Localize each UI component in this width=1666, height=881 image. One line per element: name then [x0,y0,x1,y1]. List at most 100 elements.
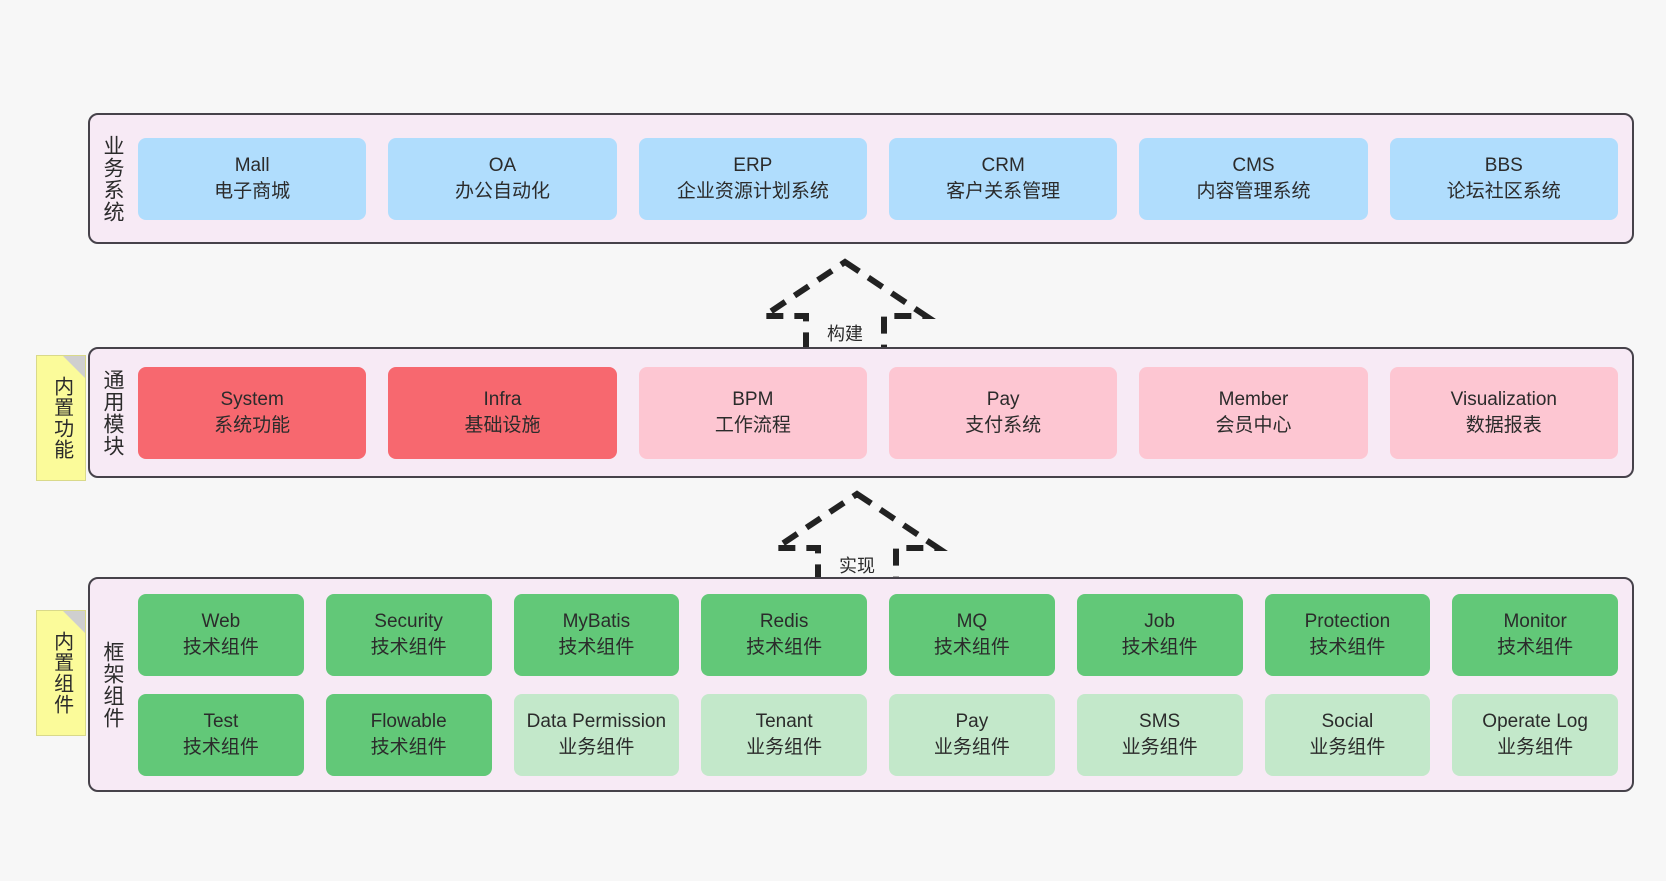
arrow-outline-icon [754,258,936,353]
card-title-cn: 企业资源计划系统 [676,180,829,202]
card-title-cn: 技术组件 [370,736,447,758]
card-row: Test 技术组件 Flowable 技术组件 Data Permission … [138,693,1618,776]
note-builtin-components: 内置组件 [36,610,86,736]
note-fold-icon [63,356,85,378]
card-title-cn: 业务组件 [1309,736,1386,758]
card-title-en: Flowable [370,711,447,733]
layer-body-framework: Web 技术组件 Security 技术组件 MyBatis 技术组件 Redi… [134,579,1632,790]
card-title-cn: 技术组件 [182,736,259,758]
card-row: System 系统功能 Infra 基础设施 BPM 工作流程 Pay 支付系统… [138,366,1618,459]
card-oa[interactable]: OA 办公自动化 [388,137,617,220]
card-web[interactable]: Web 技术组件 [138,593,304,676]
card-title-en: Mall [234,155,270,177]
card-title-cn: 客户关系管理 [946,180,1061,202]
card-title-cn: 业务组件 [558,736,635,758]
layer-title-framework: 框架组件 [100,640,124,729]
card-security[interactable]: Security 技术组件 [325,593,492,676]
card-title-en: CMS [1232,155,1275,177]
card-mall[interactable]: Mall 电子商城 [138,137,367,220]
card-member[interactable]: Member 会员中心 [1139,366,1368,459]
card-title-en: Social [1321,711,1374,733]
card-title-en: Operate Log [1482,711,1588,733]
card-title-en: Protection [1304,611,1391,633]
layer-body-modules: System 系统功能 Infra 基础设施 BPM 工作流程 Pay 支付系统… [134,349,1632,476]
card-infra[interactable]: Infra 基础设施 [388,366,617,459]
card-title-cn: 系统功能 [214,414,291,436]
card-sms[interactable]: SMS 业务组件 [1076,693,1243,776]
card-data-permission[interactable]: Data Permission 业务组件 [513,693,680,776]
card-title-en: Security [374,611,443,633]
card-title-cn: 业务组件 [933,736,1010,758]
card-title-en: Infra [483,389,522,411]
card-title-en: Pay [986,389,1020,411]
layer-title-business: 业务系统 [100,134,124,223]
card-protection[interactable]: Protection 技术组件 [1264,593,1431,676]
card-title-cn: 技术组件 [933,636,1010,658]
card-cms[interactable]: CMS 内容管理系统 [1139,137,1368,220]
card-title-en: CRM [981,155,1025,177]
card-social[interactable]: Social 业务组件 [1264,693,1431,776]
card-title-cn: 内容管理系统 [1196,180,1311,202]
card-bbs[interactable]: BBS 论坛社区系统 [1389,137,1618,220]
card-title-cn: 技术组件 [558,636,635,658]
card-title-cn: 数据报表 [1465,414,1542,436]
card-title-en: Tenant [755,711,813,733]
card-title-en: MQ [956,611,988,633]
card-monitor[interactable]: Monitor 技术组件 [1452,593,1618,676]
card-tenant[interactable]: Tenant 业务组件 [701,693,867,776]
arrow-build: 构建 [754,258,936,354]
card-title-en: MyBatis [562,611,631,633]
card-flowable[interactable]: Flowable 技术组件 [325,693,492,776]
card-title-cn: 业务组件 [1121,736,1198,758]
card-title-cn: 技术组件 [182,636,259,658]
card-title-en: Test [203,711,239,733]
card-title-cn: 业务组件 [1497,736,1574,758]
card-title-en: Pay [955,711,989,733]
card-title-cn: 办公自动化 [454,180,550,202]
card-title-cn: 技术组件 [370,636,447,658]
card-title-cn: 技术组件 [746,636,823,658]
card-title-en: System [220,389,284,411]
card-title-en: Monitor [1503,611,1567,633]
card-title-cn: 业务组件 [746,736,823,758]
card-title-cn: 基础设施 [464,414,541,436]
card-pay-module[interactable]: Pay 支付系统 [888,366,1118,459]
note-label: 内置组件 [50,631,73,715]
card-title-cn: 电子商城 [214,180,291,202]
card-pay-component[interactable]: Pay 业务组件 [889,693,1055,776]
note-label: 内置功能 [50,376,73,460]
card-title-en: Redis [759,611,809,633]
card-redis[interactable]: Redis 技术组件 [701,593,867,676]
card-title-en: BPM [732,389,774,411]
card-title-cn: 技术组件 [1497,636,1574,658]
layer-business-systems: 业务系统 Mall 电子商城 OA 办公自动化 ERP 企业资源计划系统 CRM… [88,113,1634,244]
card-title-cn: 工作流程 [714,414,791,436]
card-test[interactable]: Test 技术组件 [138,693,304,776]
card-system[interactable]: System 系统功能 [138,366,367,459]
card-title-en: ERP [733,155,773,177]
arrow-outline-icon [766,490,948,585]
card-crm[interactable]: CRM 客户关系管理 [888,137,1118,220]
note-builtin-features: 内置功能 [36,355,86,481]
card-row: Web 技术组件 Security 技术组件 MyBatis 技术组件 Redi… [138,593,1618,676]
layer-title-modules: 通用模块 [100,368,124,457]
card-title-cn: 支付系统 [965,414,1042,436]
card-bpm[interactable]: BPM 工作流程 [638,366,867,459]
card-job[interactable]: Job 技术组件 [1076,593,1243,676]
card-mq[interactable]: MQ 技术组件 [889,593,1055,676]
card-row: Mall 电子商城 OA 办公自动化 ERP 企业资源计划系统 CRM 客户关系… [138,137,1618,220]
card-title-cn: 会员中心 [1215,414,1292,436]
layer-framework-components: 框架组件 Web 技术组件 Security 技术组件 MyBatis 技术组件… [88,577,1634,792]
card-operate-log[interactable]: Operate Log 业务组件 [1452,693,1618,776]
card-title-en: Visualization [1450,389,1557,411]
layer-common-modules: 通用模块 System 系统功能 Infra 基础设施 BPM 工作流程 Pay… [88,347,1634,478]
card-title-en: BBS [1484,155,1523,177]
card-erp[interactable]: ERP 企业资源计划系统 [638,137,867,220]
card-mybatis[interactable]: MyBatis 技术组件 [513,593,680,676]
card-visualization[interactable]: Visualization 数据报表 [1389,366,1618,459]
card-title-en: Data Permission [526,711,667,733]
layer-body-business: Mall 电子商城 OA 办公自动化 ERP 企业资源计划系统 CRM 客户关系… [134,115,1632,242]
card-title-cn: 技术组件 [1309,636,1386,658]
card-title-en: Job [1144,611,1175,633]
